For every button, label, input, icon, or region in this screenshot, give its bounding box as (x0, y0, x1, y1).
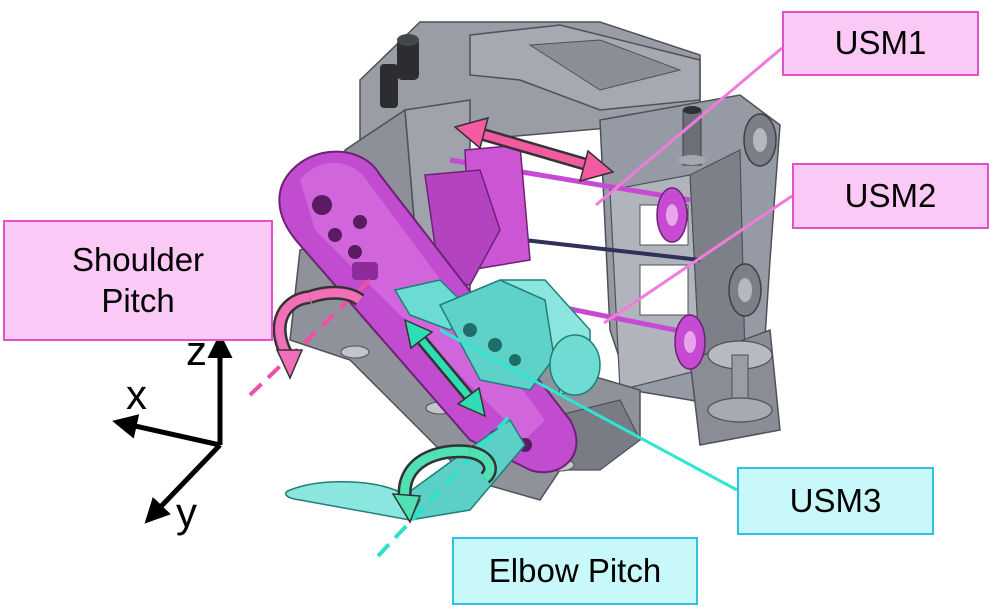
shoulder-pitch-line1: Shoulder (71, 241, 205, 279)
y-axis-label: y (176, 489, 197, 536)
x-axis-label: x (126, 371, 147, 418)
shoulder-pitch-axis (248, 273, 377, 397)
leader-lines (439, 46, 793, 492)
usm1-motion-arrow (453, 116, 615, 183)
shoulder-rotation-arrow (272, 285, 365, 380)
usm3-label: USM3 (737, 467, 934, 535)
elbow-pitch-axis (376, 416, 510, 558)
elbow-pitch-label: Elbow Pitch (452, 537, 698, 605)
usm1-label: USM1 (782, 11, 979, 76)
shoulder-pitch-label: Shoulder Pitch (3, 220, 273, 341)
usm2-label: USM2 (792, 163, 989, 229)
elbow-rotation-arrow (391, 444, 497, 524)
coordinate-axes (112, 333, 233, 524)
usm3-motion-arrow (403, 318, 487, 418)
shoulder-pitch-line2: Pitch (101, 281, 175, 319)
